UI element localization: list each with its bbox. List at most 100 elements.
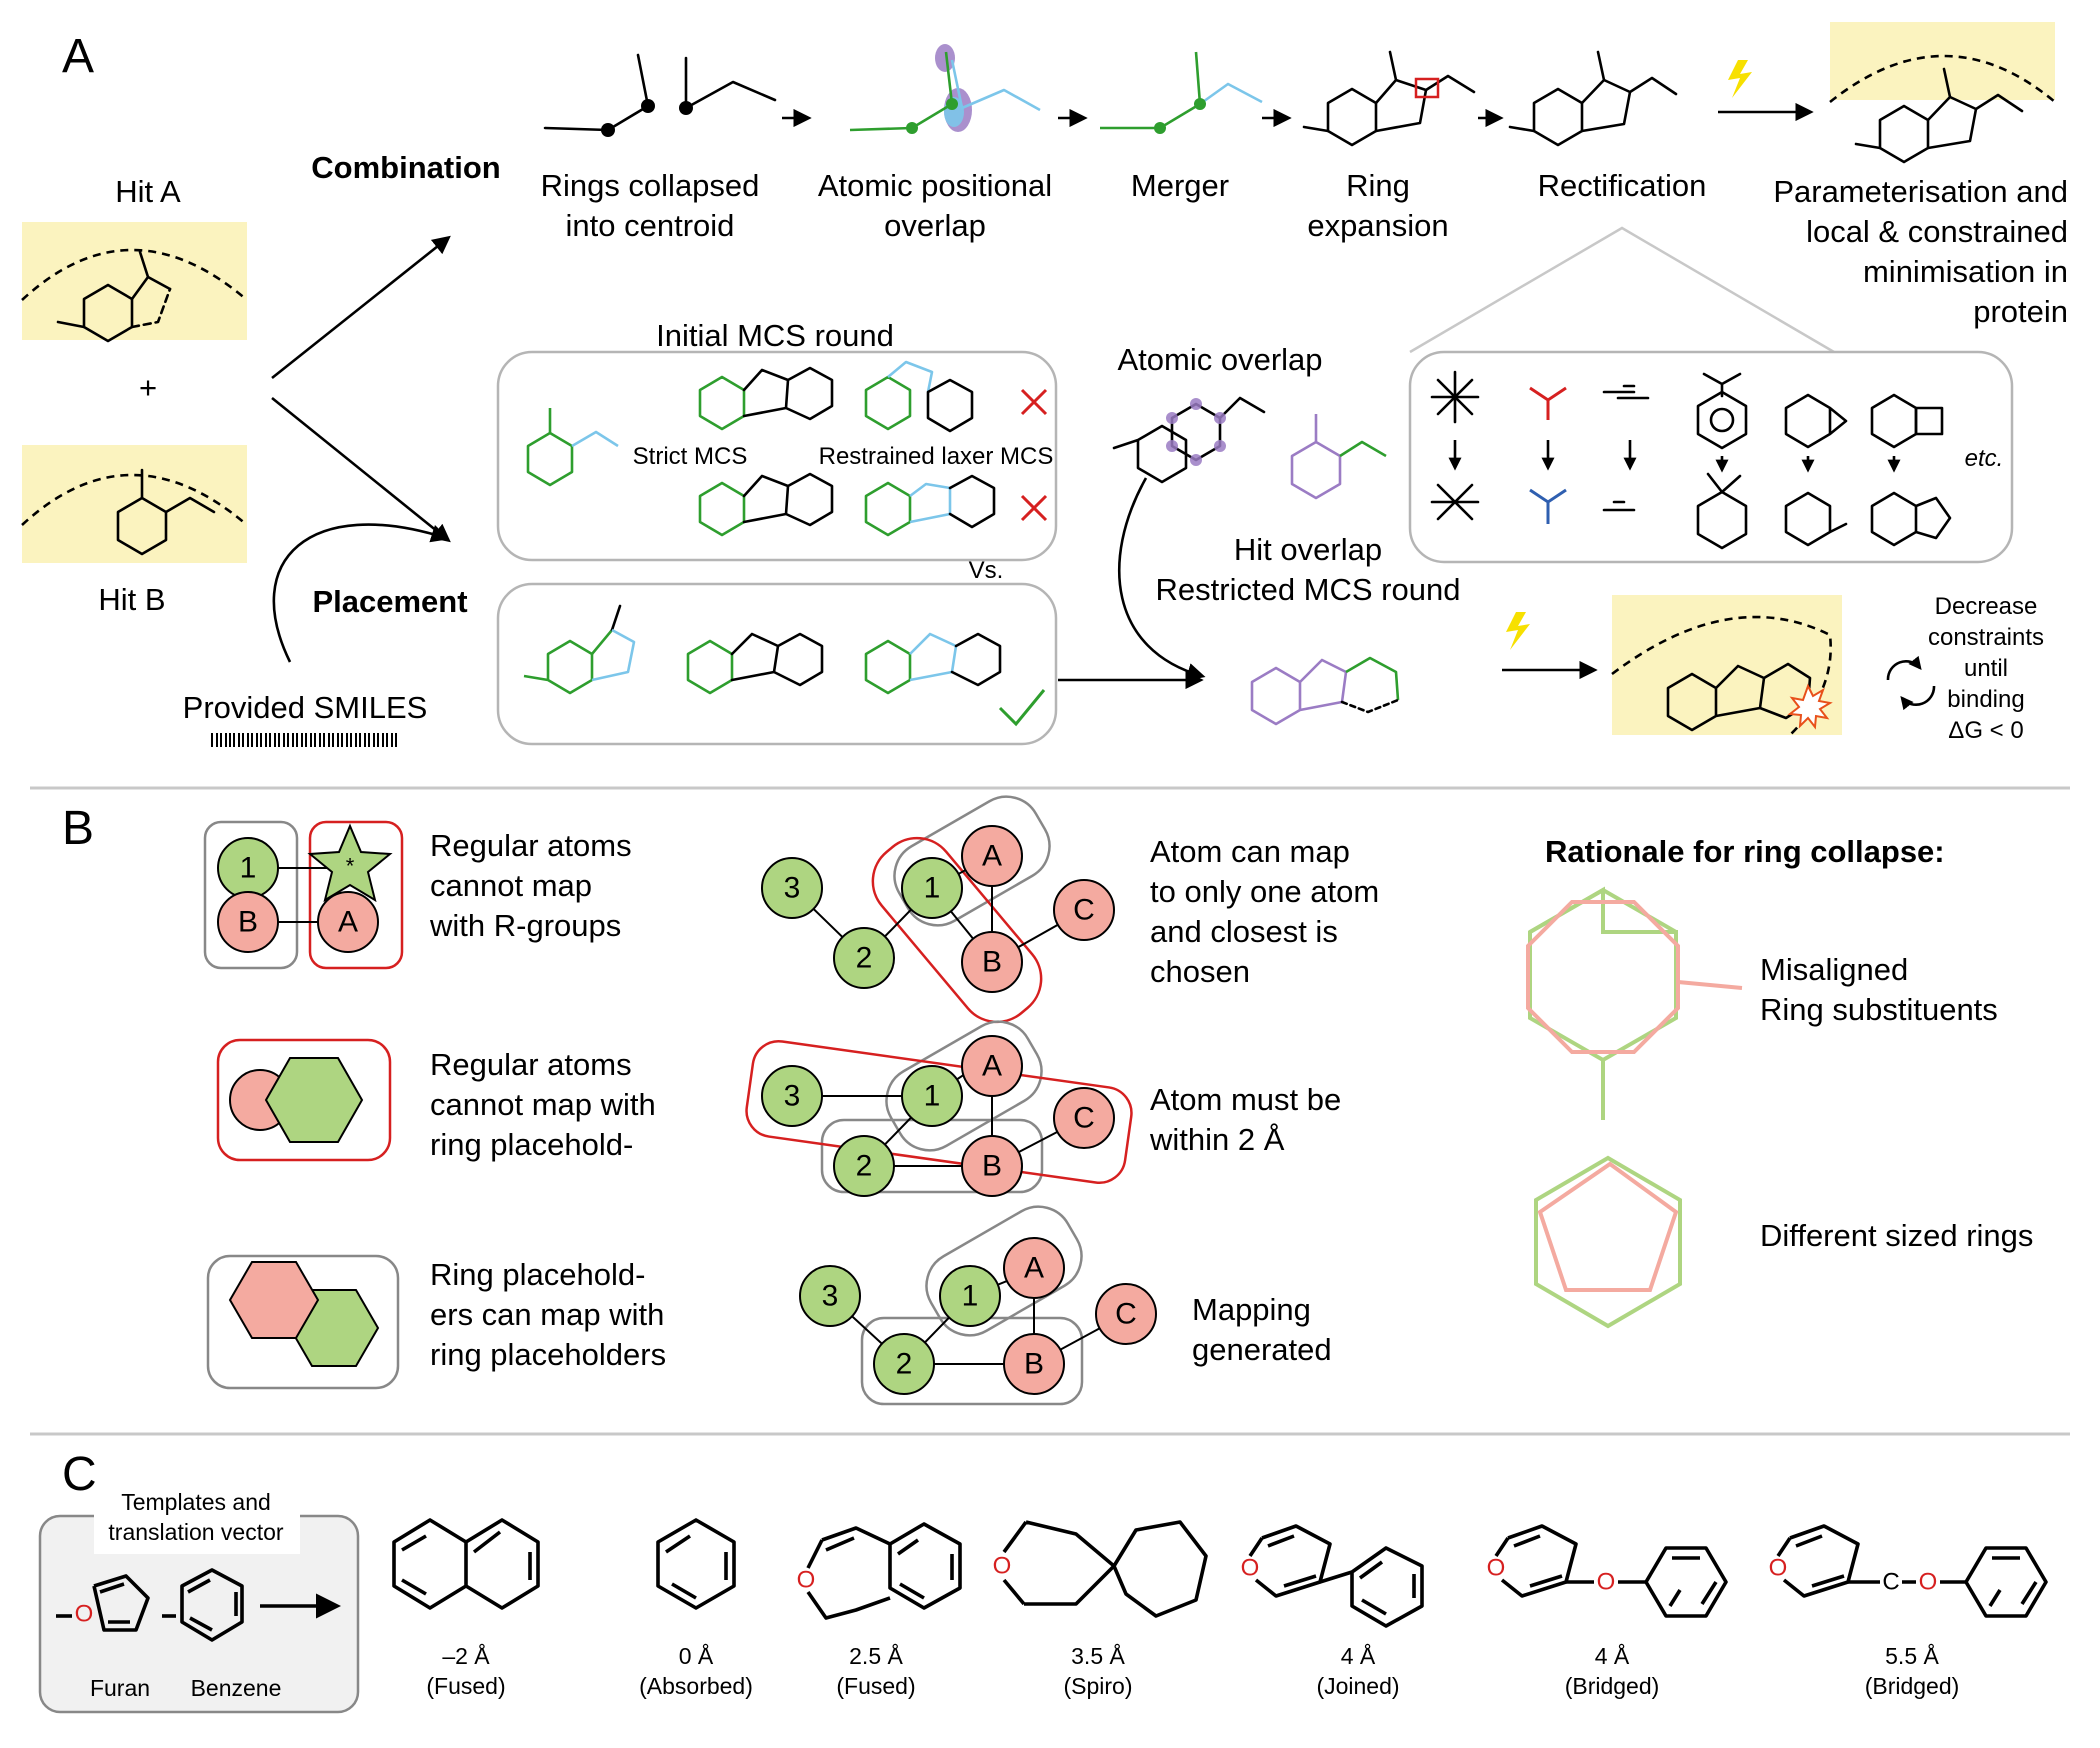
initial-mcs-molecules [526,360,1048,537]
result-joined: O [1241,1524,1424,1628]
rule3-line1: Ring placehold- [430,1257,645,1292]
map1-atom-3: 3 [784,872,801,905]
reject-x-icon-1 [1020,388,1048,416]
mapping3-diagram: 3 2 1 A B C [799,1205,1157,1406]
result-1-kind: (Fused) [426,1673,505,1699]
rectification-examples-box [1408,350,2014,564]
rule2-line3: ring placehold- [430,1127,633,1162]
result-2-kind: (Absorbed) [639,1673,753,1699]
rule3-line3: ring placeholders [430,1337,666,1372]
template-molecules: O [56,1568,342,1642]
rule2-line2: cannot map with [430,1087,656,1122]
map3-atom-c: C [1115,1298,1137,1331]
result-5-dist: 4 Å [1341,1642,1376,1669]
panel-a: A Hit A + Hit B Provided SM [21,22,2068,747]
decrease-line-5: ΔG < 0 [1948,717,2023,744]
furan-label: Furan [90,1675,150,1701]
template-title-line2: translation vector [108,1519,283,1545]
branch-arrow-placement [271,396,451,543]
step-4-line1: Ring [1346,168,1410,203]
result-3-kind: (Fused) [836,1673,915,1699]
map2-atom-c: C [1073,1102,1095,1135]
initial-mcs-title: Initial MCS round [656,318,894,353]
misaligned-line2: Ring substituents [1760,992,1998,1027]
map3-atom-2: 2 [896,1348,913,1381]
plus-sign: + [139,370,157,405]
rule1-atom-b: B [238,906,258,939]
map1-atom-a: A [982,840,1002,873]
misaligned-rings-diagram [1526,886,1743,1120]
accept-check-icon [998,689,1046,727]
panel-b-letter: B [62,802,94,855]
param-line-2: local & constrained [1806,214,2068,249]
smiles-barcode [211,733,397,747]
placement-box [496,582,1058,746]
result-3-dist: 2.5 Å [849,1642,903,1669]
smiles-arrow [272,523,450,663]
restricted-mcs-molecule [1250,656,1400,726]
map1-atom-2: 2 [856,942,873,975]
step-merger-molecule [1100,51,1263,134]
result-4-dist: 3.5 Å [1071,1642,1125,1669]
result-benzene [656,1518,736,1610]
step-4-line2: expansion [1307,208,1448,243]
map2-atom-3: 3 [784,1080,801,1113]
param-line-3: minimisation in [1863,254,2068,289]
map3-atom-3: 3 [822,1280,839,1313]
map1-atom-b: B [982,946,1002,979]
hit-a-molecule [56,250,172,343]
decrease-line-2: constraints [1928,624,2044,651]
result-spiro: O [993,1520,1208,1618]
step-overlap-molecule [849,44,1041,134]
result-6-dist: 4 Å [1595,1642,1630,1669]
template-title-line1: Templates and [121,1489,271,1515]
map2-atom-b: B [982,1150,1002,1183]
rationale-title: Rationale for ring collapse: [1545,834,1945,869]
param-line-4: protein [1973,294,2068,329]
rule3-diagram [206,1254,400,1390]
etc-label: etc. [1965,445,2004,472]
decrease-constraints-text: Decrease constraints until binding ΔG < … [1928,593,2044,744]
result-captions: –2 Å (Fused) 0 Å (Absorbed) 2.5 Å (Fused… [426,1642,1959,1699]
result-4-kind: (Spiro) [1063,1673,1132,1699]
step-labels: Rings collapsed into centroid Atomic pos… [541,168,2068,329]
step-2-line2: overlap [884,208,986,243]
rectification-examples: etc. [1430,370,2004,550]
panel-a-letter: A [62,30,94,83]
rule1-atom-a: A [338,906,358,939]
panel-c: C Templates and translation vector O Fur… [38,1448,2048,1714]
map3-atom-1: 1 [962,1280,979,1313]
rule3-line2: ers can map with [430,1297,664,1332]
atomic-overlap-label: Atomic overlap [1117,342,1322,377]
rule1-atom-star: * [346,854,355,879]
template-title-bg [94,1484,300,1554]
result-naphthalene [392,1518,540,1610]
mapping1-diagram: 3 2 1 A B C [761,795,1115,1024]
hit-overlap-label: Hit overlap [1234,532,1382,567]
branch-arrow-combination [271,235,451,380]
bridged-co-linker-oxygen: O [1919,1569,1938,1596]
different-sized-label: Different sized rings [1760,1218,2033,1253]
bridged-o-linker-oxygen: O [1597,1569,1616,1596]
step-1-line1: Rings collapsed [541,168,760,203]
rule1-diagram: 1 B * A [203,820,404,970]
atomic-overlap-molecule [1112,396,1266,484]
rule1-atom-1: 1 [240,852,257,885]
cycle-arrows-icon [1886,655,1936,711]
map3-line2: generated [1192,1332,1332,1367]
result-7-dist: 5.5 Å [1885,1642,1939,1669]
step-3-line1: Merger [1131,168,1229,203]
map2-atom-1: 1 [924,1080,941,1113]
map1-atom-1: 1 [924,872,941,905]
rule2-line1: Regular atoms [430,1047,632,1082]
template-furan-oxygen: O [75,1601,94,1628]
rule1-line1: Regular atoms [430,828,632,863]
restricted-mcs-label: Restricted MCS round [1156,572,1461,607]
placement-label: Placement [312,584,467,619]
map2-line1: Atom must be [1150,1082,1341,1117]
hit-b-label: Hit B [98,582,165,617]
hit-b-molecule [116,468,216,556]
laxer-mcs-label: Restrained laxer MCS [819,443,1054,470]
vs-label: Vs. [969,557,1004,584]
different-sized-rings-diagram [1534,1155,1682,1329]
